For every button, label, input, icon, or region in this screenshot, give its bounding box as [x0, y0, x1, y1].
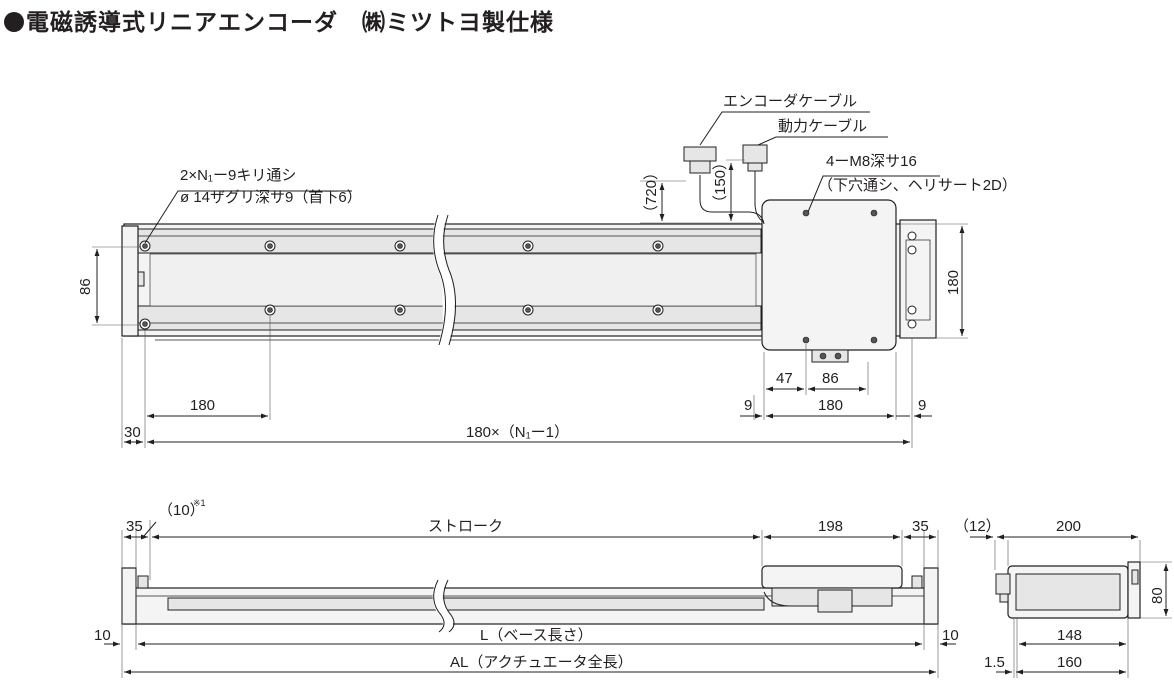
dim-slider-height-180: 180 — [945, 270, 962, 295]
dim-86: 86 — [822, 370, 839, 387]
break-line-2 — [443, 214, 457, 346]
tap-leader — [807, 175, 940, 213]
base-length-label: L（ベース長さ） — [480, 627, 593, 644]
dim-180-slider: 180 — [818, 397, 843, 414]
side-slider — [761, 565, 903, 589]
dim-width-200: 200 — [1056, 518, 1081, 535]
cable-length-720: （720） — [643, 165, 660, 220]
dim-pitch-total: 180×（N₁ー1） — [466, 424, 569, 441]
dim-12: （12） — [954, 518, 1001, 535]
break-line-1 — [433, 214, 447, 346]
encoder-cable-leader — [699, 111, 870, 146]
end-view: （12） 200 80 148 1.5 160 — [954, 518, 1172, 678]
dim-right-10: 10 — [942, 627, 959, 644]
holes-note-1: 2×N₁ー9キリ通シ — [180, 167, 296, 184]
side-rail — [167, 597, 765, 611]
tap-note-1: 4ーM8深サ16 — [826, 153, 917, 170]
note-10: （10） — [158, 502, 205, 519]
bullet-icon — [4, 12, 24, 32]
left-end-cap — [121, 225, 139, 337]
dim-left-35: 35 — [126, 518, 143, 535]
power-connector-icon — [742, 144, 768, 164]
dim-9-left: 9 — [744, 397, 752, 414]
title-text: 電磁誘導式リニアエンコーダ ㈱ミツトヨ製仕様 — [26, 10, 554, 36]
stroke-label: ストローク — [428, 518, 503, 535]
dim-edge-30: 30 — [124, 424, 141, 441]
slider-block — [761, 199, 897, 351]
dim-pitch-180: 180 — [190, 397, 215, 414]
dim-9-right: 9 — [918, 397, 926, 414]
holes-leader — [144, 190, 352, 244]
dim-left-10: 10 — [94, 627, 111, 644]
side-left-cap — [121, 567, 137, 625]
end-connector — [995, 573, 1011, 595]
cable-length-150: （150） — [712, 155, 729, 210]
page-title: 電磁誘導式リニアエンコーダ ㈱ミツトヨ製仕様 — [4, 3, 554, 37]
side-right-cap — [923, 567, 939, 625]
dim-47: 47 — [776, 370, 793, 387]
dim-height-80: 80 — [1149, 587, 1166, 604]
holes-note-2: ø 14ザグリ深サ9（首下6） — [180, 189, 362, 206]
dim-right-35: 35 — [912, 518, 929, 535]
upper-rail — [135, 228, 762, 254]
power-cable-line — [754, 170, 765, 223]
encoder-cable-label: エンコーダケーブル — [723, 92, 857, 110]
sensor-head — [811, 349, 849, 363]
top-view: （720） （150） エンコーダケーブル 動力ケーブル 2×N₁ー9キリ通シ … — [77, 92, 1017, 448]
dim-width-160: 160 — [1057, 654, 1082, 671]
actuator-length-label: AL（アクチュエータ全長） — [450, 653, 633, 671]
side-view: （10） ※1 35 ストローク 198 35 10 L（ベース長さ） 10 A… — [94, 498, 959, 678]
power-cable-leader — [757, 136, 888, 146]
note-mark: ※1 — [193, 498, 206, 508]
dim-slider-198: 198 — [818, 518, 843, 535]
power-cable-label: 動力ケーブル — [778, 117, 867, 135]
mount-holes — [139, 231, 917, 330]
dim-height-86: 86 — [77, 278, 94, 295]
dim-width-148: 148 — [1057, 627, 1082, 644]
tap-note-2: （下穴通シ、ヘリサート2D） — [818, 177, 1017, 194]
side-sensor — [817, 589, 853, 613]
encoder-cable-line — [699, 175, 765, 225]
dim-1-5: 1.5 — [984, 654, 1005, 671]
